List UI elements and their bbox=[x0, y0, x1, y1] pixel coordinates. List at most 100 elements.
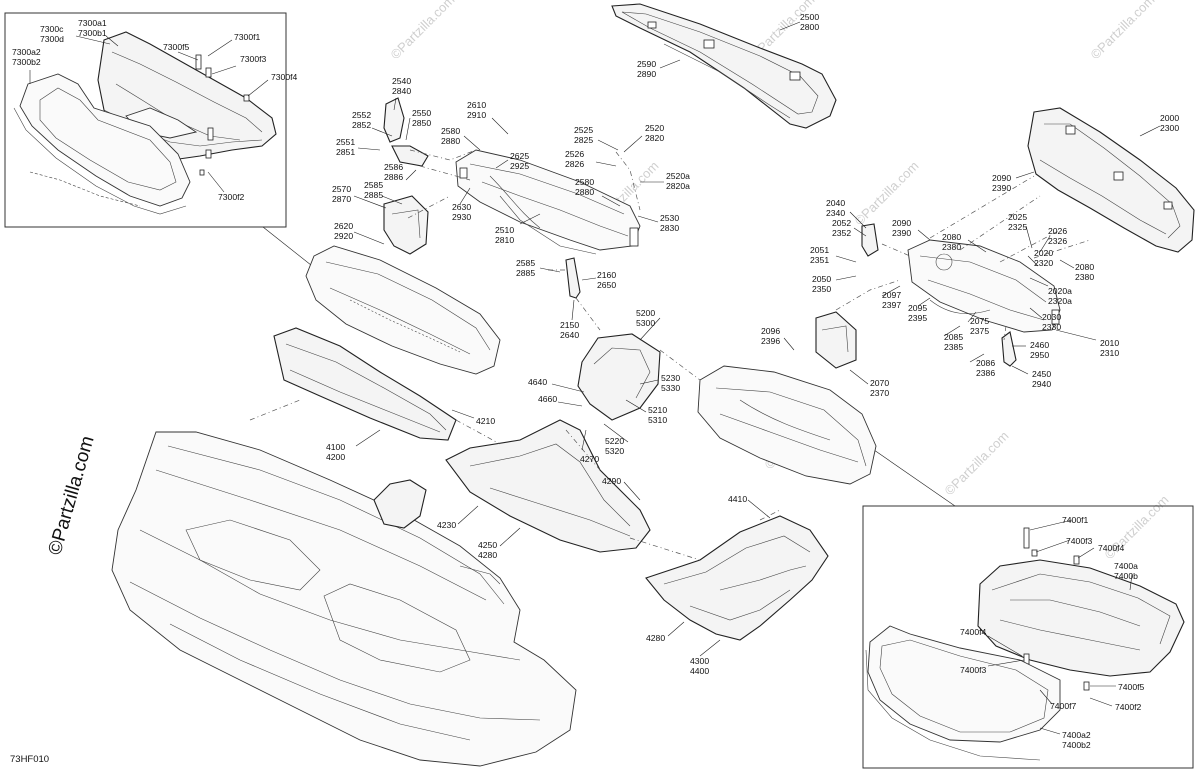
callout-4230: 4230 bbox=[437, 520, 456, 530]
callout-7400f4a: 7400f4 bbox=[1098, 543, 1125, 553]
door-panel-7300 bbox=[13, 31, 277, 215]
door-panel-7400 bbox=[865, 527, 1185, 761]
callout-4210: 4210 bbox=[476, 416, 495, 426]
door-frame-middle-left bbox=[305, 245, 501, 375]
latch-2160 bbox=[565, 257, 581, 299]
callout-7300f2: 7300f2 bbox=[218, 192, 245, 202]
latch-2070 bbox=[815, 311, 857, 369]
callout-4280: 4280 bbox=[646, 633, 665, 643]
callout-7400f7: 7400f7 bbox=[1050, 701, 1077, 711]
panel-4100 bbox=[273, 327, 457, 441]
leader-lines bbox=[29, 21, 1161, 735]
callout-7300f3: 7300f3 bbox=[240, 54, 267, 64]
callout-7400f1: 7400f1 bbox=[1062, 515, 1089, 525]
door-frame-2510 bbox=[455, 149, 641, 255]
callout-7300f5: 7300f5 bbox=[163, 42, 190, 52]
console-4250 bbox=[445, 419, 651, 553]
door-2000 bbox=[1027, 107, 1195, 253]
diagram-code: 73HF010 bbox=[10, 754, 49, 765]
hinge-bracket-2540 bbox=[383, 97, 429, 167]
watermark-main: ©Partzilla.com bbox=[45, 434, 99, 558]
tray-right bbox=[697, 365, 877, 485]
callout-4660: 4660 bbox=[538, 394, 557, 404]
callout-4270: 4270 bbox=[580, 454, 599, 464]
callout-7300f1: 7300f1 bbox=[234, 32, 261, 42]
callout-4640: 4640 bbox=[528, 377, 547, 387]
bracket-2040 bbox=[861, 223, 879, 257]
watermark-8: ©Partzilla.com bbox=[942, 428, 1012, 498]
door-frame-2010 bbox=[907, 239, 1061, 333]
inset-box-bottom-right bbox=[862, 505, 1194, 769]
inset-box-top-left bbox=[4, 12, 287, 228]
bracket-2570 bbox=[383, 195, 429, 255]
watermark-3: ©Partzilla.com bbox=[1088, 0, 1158, 62]
watermark-1: ©Partzilla.com bbox=[388, 0, 458, 62]
callout-4410: 4410 bbox=[728, 494, 747, 504]
skid-plate-4300 bbox=[645, 515, 829, 641]
callout-7400f3a: 7400f3 bbox=[1066, 536, 1093, 546]
striker-2460 bbox=[1001, 331, 1017, 367]
callout-4290: 4290 bbox=[602, 476, 621, 486]
callout-7400f4b: 7400f4 bbox=[960, 627, 987, 637]
